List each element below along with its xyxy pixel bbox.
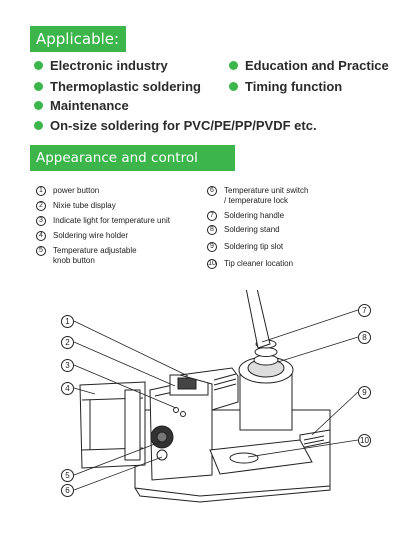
legend-label: Temperature adjustable: [53, 246, 137, 255]
applicable-item-label: Electronic industry: [50, 58, 168, 73]
legend-label: Soldering stand: [224, 225, 280, 234]
bullet-dot-icon: [229, 61, 238, 70]
legend-number: 7: [207, 211, 217, 221]
legend-label: Soldering tip slot: [224, 242, 284, 251]
callout-marker: 8: [358, 331, 371, 344]
legend-label: Temperature unit switch: [224, 186, 309, 195]
applicable-item-label: On-size soldering for PVC/PE/PP/PVDF etc…: [50, 118, 317, 133]
legend-label: Indicate light for temperature unit: [53, 216, 170, 225]
legend-label: knob button: [53, 256, 95, 265]
legend-number: 3: [36, 216, 46, 226]
legend-number: 8: [207, 225, 217, 235]
legend-number: 2: [36, 201, 46, 211]
applicable-item-label: Education and Practice: [245, 58, 389, 73]
legend-number: 9: [207, 242, 217, 252]
bullet-dot-icon: [34, 101, 43, 110]
legend-number: 6: [207, 186, 217, 196]
callout-marker: 7: [358, 304, 371, 317]
legend-label: Soldering wire holder: [53, 231, 129, 240]
legend-label: / temperature lock: [224, 196, 289, 205]
legend-label: power button: [53, 186, 100, 195]
bullet-dot-icon: [229, 82, 238, 91]
bullet-dot-icon: [34, 82, 43, 91]
legend-number: 1: [36, 186, 46, 196]
soldering-station-illustration: [73, 290, 359, 503]
applicable-heading: Applicable:: [30, 26, 126, 52]
callout-marker: 2: [61, 336, 74, 349]
callout-marker: 10: [358, 434, 371, 447]
applicable-item-label: Maintenance: [50, 98, 129, 113]
legend-number: 4: [36, 231, 46, 241]
callout-marker: 5: [61, 469, 74, 482]
legend-label: Tip cleaner location: [224, 259, 294, 268]
bullet-dot-icon: [34, 61, 43, 70]
legend-label: Soldering handle: [224, 211, 285, 220]
callout-marker: 1: [61, 315, 74, 328]
applicable-item-label: Thermoplastic soldering: [50, 79, 201, 94]
callout-marker: 4: [61, 382, 74, 395]
callout-marker: 6: [61, 484, 74, 497]
bullet-dot-icon: [34, 121, 43, 130]
legend-number: 10: [207, 259, 217, 269]
legend-label: Nixie tube display: [53, 201, 116, 210]
panel-heading: Appearance and control panel: [30, 145, 235, 192]
callout-marker: 3: [61, 359, 74, 372]
applicable-item-label: Timing function: [245, 79, 343, 94]
callout-marker: 9: [358, 386, 371, 399]
legend-number: 5: [36, 246, 46, 256]
